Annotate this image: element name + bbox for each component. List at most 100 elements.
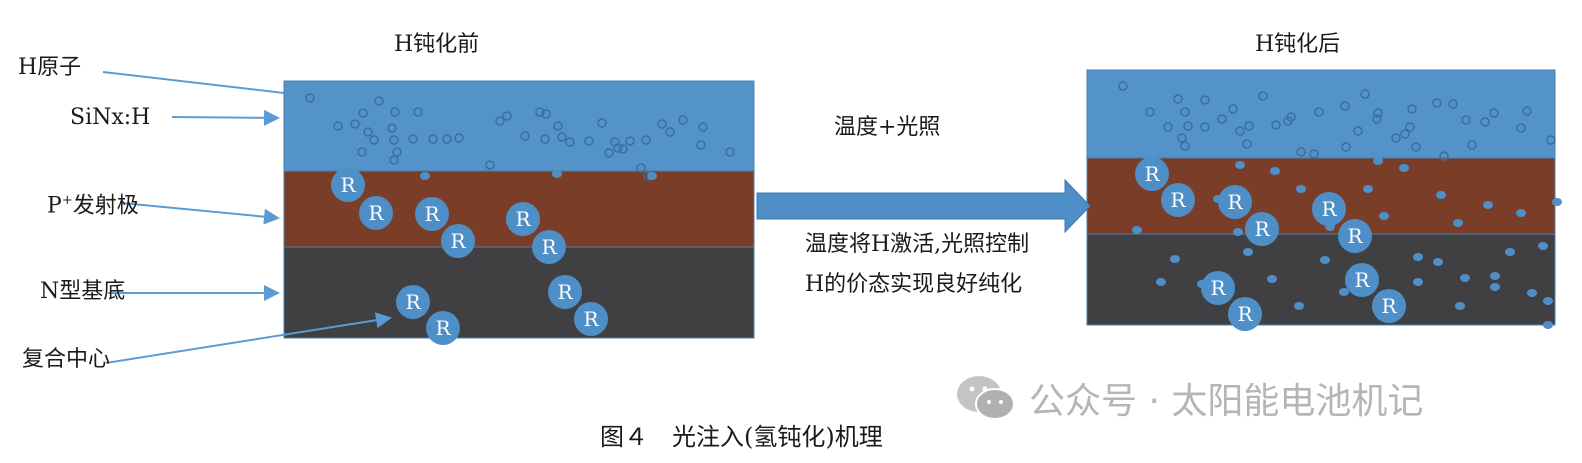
hydrogen-atom: [1467, 140, 1477, 150]
hydrogen-atom-diffused: [552, 170, 562, 178]
hydrogen-atom: [389, 155, 399, 165]
hydrogen-atom: [390, 107, 400, 117]
hydrogen-atom-diffused: [1413, 253, 1423, 261]
hydrogen-atom-diffused: [1132, 226, 1142, 234]
hydrogen-atom: [725, 147, 735, 157]
hydrogen-atom: [636, 163, 646, 173]
label-p-rest: 发射极: [72, 193, 139, 219]
label-p-sup: +: [61, 193, 73, 208]
hydrogen-atom-diffused: [1413, 278, 1423, 286]
recomb-label: R: [1144, 162, 1160, 186]
hydrogen-atom: [428, 134, 438, 144]
hydrogen-atom-diffused: [1436, 191, 1446, 199]
hydrogen-atom: [1180, 141, 1190, 151]
hydrogen-atom: [1296, 147, 1306, 157]
recomb-label: R: [1237, 302, 1253, 326]
hydrogen-atom: [540, 134, 550, 144]
hydrogen-atom: [357, 147, 367, 157]
hydrogen-atom-diffused: [1527, 289, 1537, 297]
recomb-label: R: [1210, 276, 1226, 300]
hydrogen-atom: [1258, 91, 1268, 101]
hydrogen-atom: [387, 123, 397, 133]
label-p-emitter: P+发射极: [47, 194, 139, 217]
recombination-center: R: [1135, 157, 1169, 191]
recombination-center: R: [441, 224, 475, 258]
hydrogen-atom-diffused: [1233, 228, 1243, 236]
label-p-prefix: P: [47, 193, 62, 219]
emitter-pointer: [121, 202, 280, 225]
hydrogen-atom: [350, 119, 360, 129]
h-atom-pointer: [102, 71, 285, 94]
hydrogen-atom-diffused: [1156, 278, 1166, 286]
recomb-label: R: [557, 280, 573, 304]
recombination-center: R: [415, 197, 449, 231]
hydrogen-atom-diffused: [1235, 161, 1245, 169]
hydrogen-atom-diffused: [1505, 248, 1515, 256]
hydrogen-atom: [1180, 107, 1190, 117]
hydrogen-atom: [1200, 122, 1210, 132]
arrow-label: 温度+光照: [834, 115, 941, 140]
hydrogen-atom-diffused: [1267, 275, 1277, 283]
recombination-center: R: [359, 196, 393, 230]
hydrogen-atom-diffused: [420, 172, 430, 180]
hydrogen-atom: [408, 134, 418, 144]
hydrogen-atom: [369, 135, 379, 145]
hydrogen-atom-diffused: [1552, 198, 1562, 206]
hydrogen-atom: [1405, 122, 1415, 132]
hydrogen-atom-diffused: [1339, 288, 1349, 296]
hydrogen-atom: [1118, 81, 1128, 91]
recomb-label: R: [1170, 188, 1186, 212]
hydrogen-atom: [389, 135, 399, 145]
hydrogen-atom-diffused: [1399, 164, 1409, 172]
hydrogen-atom-diffused: [1296, 185, 1306, 193]
hydrogen-atom: [1400, 129, 1410, 139]
hydrogen-atom: [1480, 117, 1490, 127]
hydrogen-atom: [1372, 114, 1382, 124]
hydrogen-atom: [502, 111, 512, 121]
hydrogen-atom: [520, 131, 530, 141]
watermark: 公众号 · 太阳能电池机记: [955, 372, 1423, 424]
hydrogen-atom: [613, 143, 623, 153]
recombination-center: R: [426, 311, 460, 345]
hydrogen-atom: [1271, 120, 1281, 130]
hydrogen-atom: [1340, 101, 1350, 111]
recombination-center: R: [396, 285, 430, 319]
hydrogen-atom: [696, 140, 706, 150]
hydrogen-atom-diffused: [1516, 209, 1526, 217]
hydrogen-atom: [1235, 126, 1245, 136]
hydrogen-atom-diffused: [1363, 185, 1373, 193]
label-n-substrate: N型基底: [40, 279, 126, 304]
hydrogen-atom-diffused: [647, 172, 657, 180]
recomb-label: R: [1381, 294, 1397, 318]
hydrogen-atom: [1163, 122, 1173, 132]
hydrogen-atom: [1522, 106, 1532, 116]
hydrogen-atom: [485, 160, 495, 170]
hydrogen-atom: [454, 133, 464, 143]
sinx-layer: [283, 80, 755, 172]
recomb-label: R: [450, 229, 466, 253]
recombination-center: R: [1201, 271, 1235, 305]
hydrogen-atom: [604, 148, 614, 158]
hydrogen-atom: [565, 137, 575, 147]
hydrogen-atom: [665, 127, 675, 137]
recombination-center: R: [1161, 183, 1195, 217]
sinx-layer: [1086, 69, 1556, 159]
figure-caption: 图４ 光注入(氢钝化)机理: [600, 423, 883, 451]
recomb-label: R: [435, 316, 451, 340]
hydrogen-atom: [363, 127, 373, 137]
hydrogen-atom: [358, 108, 368, 118]
hydrogen-atom: [618, 144, 628, 154]
hydrogen-atom: [535, 107, 545, 117]
hydrogen-atom-diffused: [1543, 297, 1553, 305]
recombination-center: R: [1228, 297, 1262, 331]
hydrogen-atom: [1489, 108, 1499, 118]
hydrogen-atom: [657, 119, 667, 129]
hydrogen-atom-diffused: [1490, 283, 1500, 291]
hydrogen-atom: [1217, 114, 1227, 124]
hydrogen-atom: [1373, 108, 1383, 118]
hydrogen-atom: [1341, 142, 1351, 152]
hydrogen-atom: [1177, 133, 1187, 143]
hydrogen-atom-diffused: [1538, 242, 1548, 250]
